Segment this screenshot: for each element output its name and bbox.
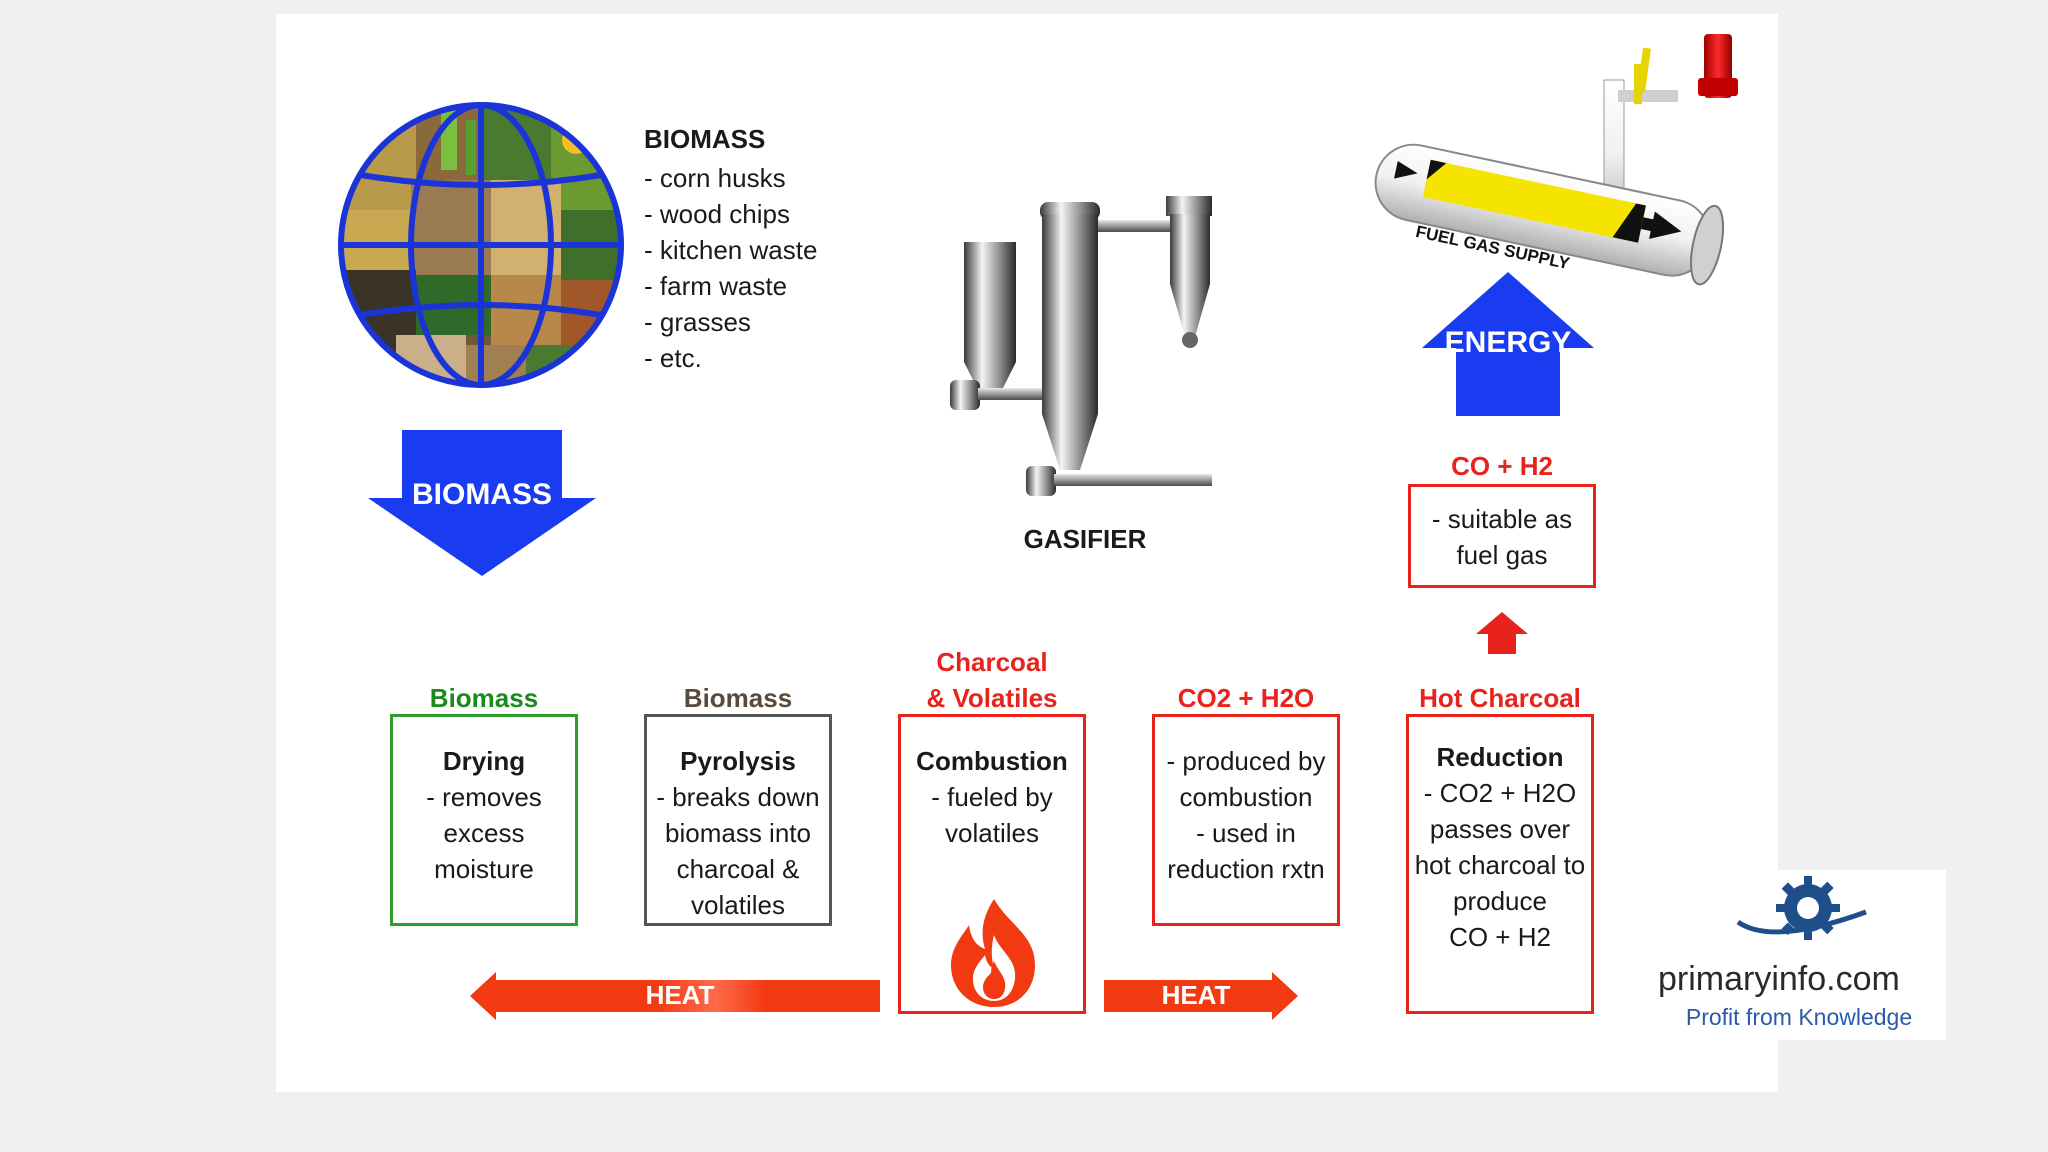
stage-line: - removes xyxy=(426,782,542,812)
stage-title: Reduction xyxy=(1436,742,1564,772)
heat-right-arrow xyxy=(1104,972,1298,1020)
stage-line: - used in xyxy=(1196,818,1296,848)
output-box: - suitable as fuel gas xyxy=(1408,484,1596,588)
stage-header-pyrolysis: Biomass xyxy=(683,683,793,713)
stage-line: hot charcoal to xyxy=(1414,850,1586,880)
biomass-list-item: - kitchen waste xyxy=(644,235,818,265)
energy-label: ENERGY xyxy=(1444,326,1572,359)
stage-line: volatiles xyxy=(945,818,1039,848)
stage-header-drying: Biomass xyxy=(429,683,539,713)
stage-line: moisture xyxy=(434,854,534,884)
gear-logo-icon xyxy=(1736,876,1867,940)
stage-header-co2-h2o: CO2 + H2O xyxy=(1177,683,1315,713)
stage-line: charcoal & xyxy=(676,854,800,884)
heat-left-arrow xyxy=(470,972,880,1020)
output-line: fuel gas xyxy=(1456,540,1548,570)
stage-title: Pyrolysis xyxy=(680,746,796,776)
biomass-list-item: - wood chips xyxy=(644,199,790,229)
gasifier-icon xyxy=(950,196,1212,496)
stage-header-combustion-2: & Volatiles xyxy=(926,683,1058,713)
biomass-list: - corn husks - wood chips - kitchen wast… xyxy=(644,160,817,376)
stage-box-reduction: Reduction - CO2 + H2O passes over hot ch… xyxy=(1406,714,1594,1014)
stage-box-drying: Drying - removes excess moisture xyxy=(390,714,578,926)
stage-line: excess xyxy=(443,818,525,848)
fuel-gas-pipe-icon xyxy=(1374,34,1738,286)
logo-box: primaryinfo.com Profit from Knowledge xyxy=(1652,870,1946,1040)
heat-left-label: HEAT xyxy=(645,980,715,1010)
stage-header-combustion-1: Charcoal xyxy=(936,647,1048,677)
stage-line: combustion xyxy=(1179,782,1313,812)
biomass-list-title: BIOMASS xyxy=(644,124,766,154)
biomass-list-item: - grasses xyxy=(644,307,751,337)
gasifier-label: GASIFIER xyxy=(1023,524,1147,554)
stage-line: - breaks down xyxy=(656,782,820,812)
stage-header-reduction: Hot Charcoal xyxy=(1419,683,1581,713)
biomass-list-item: - farm waste xyxy=(644,271,788,301)
biomass-arrow-label: BIOMASS xyxy=(411,478,552,511)
stage-box-co2-h2o: - produced by combustion - used in reduc… xyxy=(1152,714,1340,926)
stage-line: - CO2 + H2O xyxy=(1423,778,1577,808)
biomass-down-arrow xyxy=(368,430,596,576)
output-header: CO + H2 xyxy=(1451,451,1553,481)
stage-box-combustion: Combustion - fueled by volatiles xyxy=(898,714,1086,1014)
small-up-arrow xyxy=(1476,612,1528,654)
stage-box-pyrolysis: Pyrolysis - breaks down biomass into cha… xyxy=(644,714,832,926)
stage-line: - fueled by xyxy=(931,782,1053,812)
biomass-globe-icon xyxy=(338,102,624,388)
stage-line: biomass into xyxy=(665,818,811,848)
stage-line: CO + H2 xyxy=(1449,922,1551,952)
stage-line: volatiles xyxy=(691,890,785,920)
stage-line: produce xyxy=(1453,886,1547,916)
biomass-list-item: - etc. xyxy=(644,343,702,373)
flame-icon xyxy=(951,899,1035,1007)
logo-name: primaryinfo.com xyxy=(1658,960,1900,998)
heat-right-label: HEAT xyxy=(1161,980,1231,1010)
logo-tagline: Profit from Knowledge xyxy=(1685,1004,1913,1030)
stage-line: reduction rxtn xyxy=(1167,854,1325,884)
stage-line: passes over xyxy=(1429,814,1571,844)
stage-title: Drying xyxy=(442,746,526,776)
stage-line: - produced by xyxy=(1166,746,1326,776)
biomass-list-item: - corn husks xyxy=(644,163,786,193)
stage-title: Combustion xyxy=(916,746,1068,776)
output-line: - suitable as xyxy=(1431,504,1573,534)
energy-up-arrow xyxy=(1422,272,1594,416)
